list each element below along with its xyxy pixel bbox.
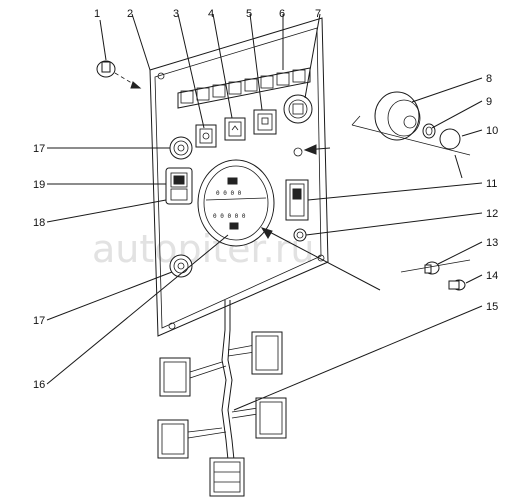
callout-12: 12 <box>486 208 498 220</box>
panel-plate <box>149 17 329 337</box>
callout-7: 7 <box>315 8 321 20</box>
knob-lower <box>169 254 193 278</box>
combination-gauge: 0 0 0 0 0 0 0 0 0 <box>197 159 275 247</box>
knob-cap-10 <box>439 128 461 150</box>
mounting-hole <box>293 147 303 157</box>
socket <box>283 94 313 124</box>
callout-labels: 1 2 3 4 5 6 7 8 9 10 11 12 13 14 15 16 1… <box>33 8 498 391</box>
callout-4: 4 <box>208 8 214 20</box>
callout-19: 19 <box>33 179 45 191</box>
callout-6: 6 <box>279 8 285 20</box>
assembly-bracket <box>454 154 463 179</box>
callout-14: 14 <box>486 270 498 282</box>
lamp-holder-13 <box>400 259 471 275</box>
knob-upper <box>169 136 193 160</box>
bulb-14 <box>448 279 466 291</box>
callout-8: 8 <box>486 73 492 85</box>
callout-17-lower: 17 <box>33 315 45 327</box>
callout-3: 3 <box>173 8 179 20</box>
callout-11: 11 <box>486 178 497 190</box>
callout-10: 10 <box>486 125 498 137</box>
callout-15: 15 <box>486 301 498 313</box>
indicator-lamp-row <box>177 67 311 109</box>
callout-16: 16 <box>33 379 45 391</box>
callout-17-upper: 17 <box>33 143 45 155</box>
callout-18: 18 <box>33 217 45 229</box>
rocker-switch <box>165 167 193 205</box>
nut-9 <box>422 123 436 139</box>
wiring-harness <box>157 300 287 497</box>
callout-5: 5 <box>246 8 252 20</box>
watermark-text: autopiter.ru <box>92 227 314 271</box>
gauge-lower-readout: 0 0 0 0 0 <box>213 213 246 220</box>
callout-9: 9 <box>486 96 492 108</box>
switch-assembly-8 <box>351 91 471 156</box>
lamp-12 <box>293 228 307 242</box>
callout-2: 2 <box>127 8 133 20</box>
callout-1: 1 <box>94 8 100 20</box>
gauge-upper-readout: 0 0 0 0 <box>216 190 242 197</box>
watermark: autopiter.ru <box>92 227 314 271</box>
callout-13: 13 <box>486 237 498 249</box>
leader-arrows <box>260 144 317 239</box>
leader-lines <box>46 13 483 411</box>
switch-3 <box>195 124 217 148</box>
switch-11 <box>285 179 309 221</box>
switch-4 <box>224 117 246 141</box>
screw <box>96 60 142 89</box>
switch-5 <box>253 109 277 135</box>
